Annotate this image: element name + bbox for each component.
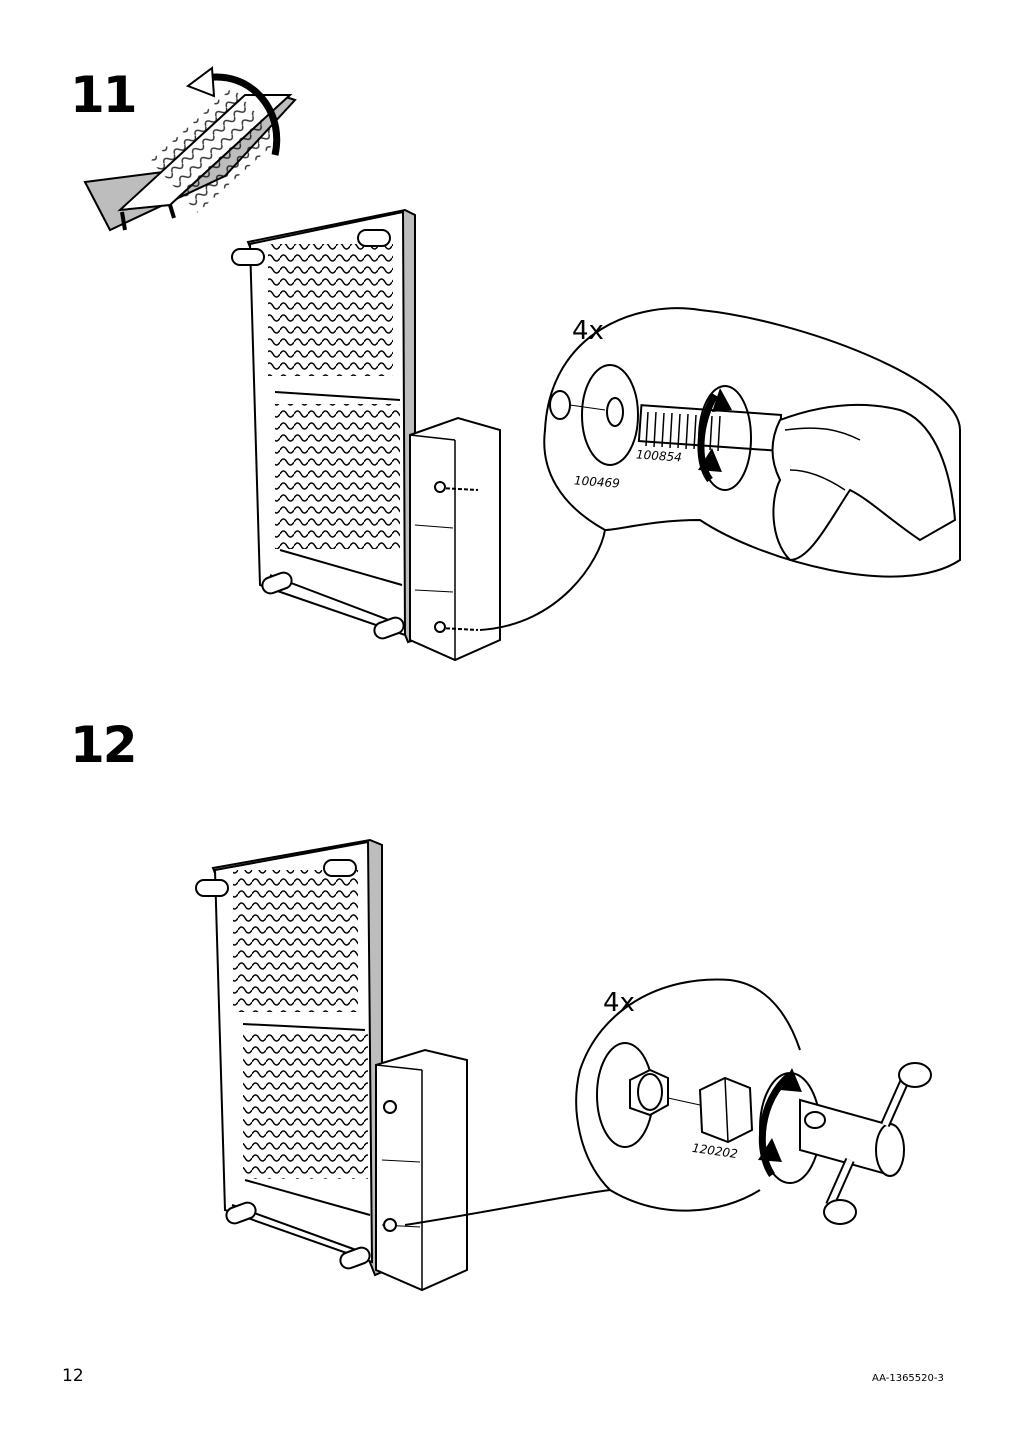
step12-quantity-label: 4x [603, 988, 635, 1018]
step-number-11: 11 [70, 66, 138, 124]
step-number-12: 12 [70, 716, 138, 774]
document-code: AA-1365520-3 [872, 1373, 944, 1384]
step11-part-number-washer: 100469 [573, 473, 621, 491]
step12-frame [195, 838, 468, 1292]
step11-part-number-bolt: 100854 [635, 447, 683, 465]
step11-detail-callout [479, 307, 961, 631]
step11-quantity-label: 4x [572, 316, 604, 346]
step12-detail-callout [404, 978, 932, 1226]
step11-frame [231, 208, 501, 662]
page-number: 12 [62, 1366, 84, 1386]
step11-overview-icon [83, 66, 297, 232]
